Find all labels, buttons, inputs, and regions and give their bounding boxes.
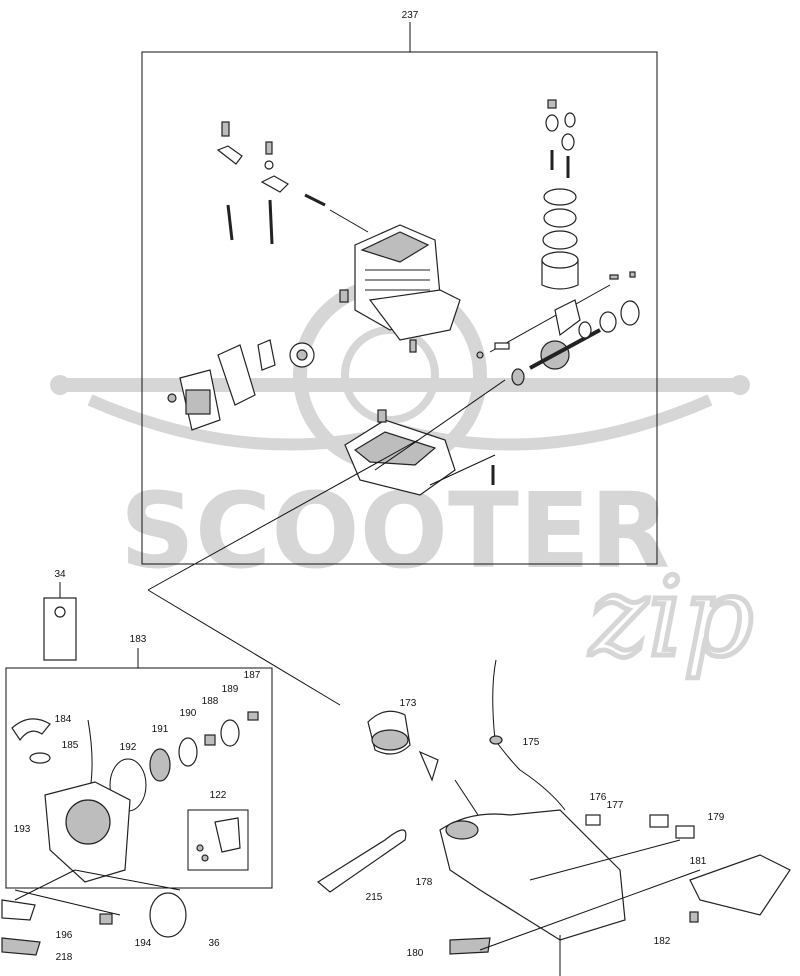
label-plate-group: 34 — [43, 569, 77, 661]
callout-179: 179 — [708, 812, 725, 823]
filter-pad — [149, 892, 187, 938]
callout-184: 184 — [55, 714, 72, 725]
recoil-starter-group: 183 184 185 192 191 190 188 189 187 193 … — [5, 634, 273, 889]
callout-189: 189 — [222, 684, 239, 695]
callout-122: 122 — [210, 790, 227, 801]
callout-196: 196 — [56, 930, 73, 941]
intake-parts — [167, 339, 315, 431]
callout-188: 188 — [202, 696, 219, 707]
watermark: SCOOTER zip — [50, 278, 756, 684]
callout-183: 183 — [130, 634, 147, 645]
callout-178: 178 — [416, 877, 433, 888]
callout-180: 180 — [407, 948, 424, 959]
callout-218: 218 — [56, 952, 73, 963]
callout-194: 194 — [135, 938, 152, 949]
engine-assembly-group: 237 — [141, 10, 658, 565]
callout-193: 193 — [14, 824, 31, 835]
recoil-starter-box — [5, 667, 273, 889]
callout-190: 190 — [180, 708, 197, 719]
starter-handle — [11, 718, 51, 742]
crankshaft — [476, 284, 640, 386]
callout-192: 192 — [120, 742, 137, 753]
callout-177: 177 — [607, 800, 624, 811]
watermark-main-text: SCOOTER — [120, 470, 670, 592]
small-parts-left: 196 218 194 36 — [1, 892, 220, 963]
watermark-script-text: zip — [588, 553, 754, 681]
callout-176: 176 — [590, 792, 607, 803]
cleaning-brush — [316, 829, 407, 893]
crankcase — [344, 379, 506, 496]
callout-34: 34 — [54, 569, 66, 580]
piston-set — [541, 99, 636, 290]
leader-recoil-link — [147, 589, 341, 706]
callout-215: 215 — [366, 892, 383, 903]
ignition-sub-box — [187, 809, 249, 871]
cylinder-head — [339, 224, 461, 353]
callout-187: 187 — [244, 670, 261, 681]
fuel-system-group: 173 175 176 177 178 179 215 181 182 180 — [316, 659, 791, 976]
callout-36: 36 — [208, 938, 220, 949]
leader-engine-link — [147, 439, 419, 591]
tank-mount — [689, 854, 791, 916]
callout-173: 173 — [400, 698, 417, 709]
recoil-reel — [178, 737, 198, 767]
callout-185: 185 — [62, 740, 79, 751]
engine-assembly-box — [141, 51, 658, 565]
callout-182: 182 — [654, 936, 671, 947]
callout-237: 237 — [402, 10, 419, 21]
recoil-spring — [149, 748, 171, 782]
callout-191: 191 — [152, 724, 169, 735]
valve-tappets — [216, 121, 369, 245]
callout-175: 175 — [523, 737, 540, 748]
callout-181: 181 — [690, 856, 707, 867]
